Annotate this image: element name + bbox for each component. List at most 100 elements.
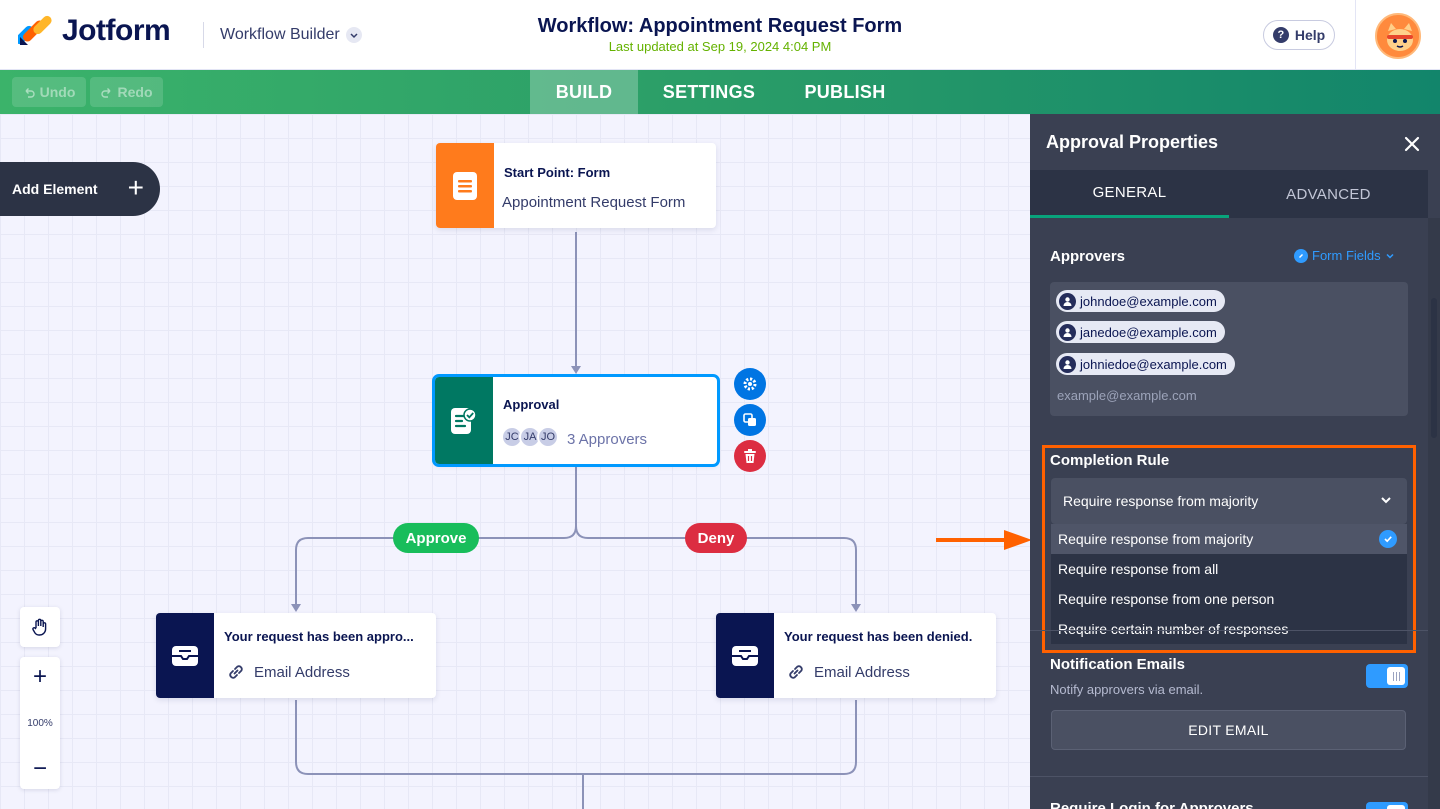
require-login-label: Require Login for Approvers [1050, 800, 1254, 809]
user-avatar[interactable] [1375, 13, 1421, 59]
approver-tag[interactable]: janedoe@example.com [1056, 321, 1225, 343]
start-point-title: Start Point: Form [504, 165, 611, 180]
pan-tool-button[interactable] [20, 607, 60, 647]
form-icon [436, 143, 494, 228]
zoom-in-button[interactable]: + [32, 663, 47, 690]
last-updated: Last updated at Sep 19, 2024 4:04 PM [608, 39, 832, 54]
start-point-form-name: Appointment Request Form [502, 194, 686, 211]
toggle-knob [1387, 667, 1405, 685]
approver-avatar: JO [537, 426, 559, 448]
redo-label: Redo [117, 84, 153, 100]
start-point-node[interactable]: Start Point: Form Appointment Request Fo… [436, 143, 716, 228]
toggle-knob [1387, 805, 1405, 809]
node-settings-button[interactable] [734, 368, 766, 400]
approval-title: Approval [503, 397, 560, 412]
approver-email: johniedoe@example.com [1080, 356, 1227, 372]
add-element-button[interactable]: Add Element + [0, 162, 160, 216]
notification-emails-desc: Notify approvers via email. [1050, 682, 1204, 697]
approval-properties-panel: Approval Properties GENERAL ADVANCED App… [1030, 114, 1440, 809]
completion-rule-highlight [1042, 445, 1416, 653]
approver-tag[interactable]: johndoe@example.com [1056, 290, 1225, 312]
panel-tabs: GENERAL ADVANCED [1030, 170, 1428, 218]
undo-button[interactable]: Undo [12, 77, 86, 107]
undo-icon [25, 88, 35, 98]
approval-node[interactable]: Approval JC JA JO 3 Approvers [432, 374, 720, 467]
section-divider [1030, 630, 1428, 631]
approver-email: janedoe@example.com [1080, 324, 1217, 340]
section-divider [1030, 776, 1428, 777]
completion-rule-dropdown: Require response from majority Require r… [1051, 524, 1407, 644]
form-fields-button[interactable]: Form Fields [1294, 248, 1395, 263]
redo-button[interactable]: Redo [90, 77, 163, 107]
user-icon [1059, 323, 1076, 341]
link-icon [1294, 248, 1308, 263]
approver-tag[interactable]: johniedoe@example.com [1056, 353, 1235, 375]
deny-email-recipient: Email Address [814, 664, 910, 681]
workflow-builder-label: Workflow Builder [220, 26, 340, 43]
completion-rule-option[interactable]: Require response from majority [1051, 524, 1407, 554]
tab-advanced[interactable]: ADVANCED [1286, 185, 1371, 203]
tab-general[interactable]: GENERAL [1030, 170, 1229, 218]
completion-rule-label: Completion Rule [1050, 452, 1170, 469]
completion-rule-select[interactable]: Require response from majority [1051, 478, 1407, 524]
builder-nav: Undo Redo BUILD SETTINGS PUBLISH [0, 70, 1440, 114]
approve-email-body: Your request has been appro... Email Add… [214, 613, 436, 698]
form-fields-label: Form Fields [1312, 248, 1381, 263]
zoom-controls: + 100% − [20, 657, 60, 789]
require-login-toggle[interactable] [1366, 802, 1408, 809]
tab-settings[interactable]: SETTINGS [662, 81, 756, 102]
email-icon [156, 613, 214, 698]
chevron-down-icon [1381, 497, 1391, 504]
jotform-logo-icon[interactable] [18, 15, 52, 49]
approve-email-title: Your request has been appro... [224, 629, 414, 644]
tab-build[interactable]: BUILD [530, 70, 638, 114]
approve-branch-label[interactable]: Approve [393, 523, 479, 553]
approval-body: Approval JC JA JO 3 Approvers [493, 377, 717, 464]
workflow-builder-menu[interactable]: Workflow Builder [220, 26, 362, 44]
deny-email-title: Your request has been denied. [784, 629, 973, 644]
completion-rule-option[interactable]: Require response from all [1058, 561, 1219, 577]
chevron-down-icon [1386, 253, 1394, 259]
avatar-cat-icon [1377, 15, 1419, 57]
approve-email-recipient: Email Address [254, 664, 350, 681]
approvers-input[interactable]: johndoe@example.com janedoe@example.com … [1050, 282, 1408, 416]
user-icon [1059, 355, 1076, 373]
panel-scrollbar[interactable] [1428, 218, 1440, 809]
top-header: Jotform Workflow Builder Workflow: Appoi… [0, 0, 1440, 70]
approvers-count: 3 Approvers [567, 431, 648, 448]
approvers-label: Approvers [1050, 248, 1126, 265]
node-delete-button[interactable] [734, 440, 766, 472]
check-icon [1379, 530, 1397, 548]
hand-icon [32, 618, 47, 636]
approver-placeholder: example@example.com [1057, 388, 1197, 403]
brand-name[interactable]: Jotform [62, 14, 171, 47]
workflow-title: Workflow: Appointment Request Form [537, 15, 903, 37]
approve-email-node[interactable]: Your request has been appro... Email Add… [156, 613, 436, 698]
approver-email: johndoe@example.com [1080, 293, 1217, 309]
link-icon [789, 665, 803, 679]
deny-branch-label[interactable]: Deny [685, 523, 747, 553]
node-duplicate-button[interactable] [734, 404, 766, 436]
panel-title: Approval Properties [1046, 132, 1219, 152]
tab-publish[interactable]: PUBLISH [804, 81, 886, 102]
help-button[interactable]: ? Help [1263, 20, 1335, 50]
deny-email-node[interactable]: Your request has been denied. Email Addr… [716, 613, 996, 698]
close-icon[interactable] [1400, 132, 1424, 156]
zoom-out-button[interactable]: − [32, 755, 47, 782]
header-divider-right [1355, 0, 1356, 70]
option-label: Require response from majority [1058, 531, 1254, 547]
duplicate-icon [743, 413, 756, 426]
chevron-down-icon [345, 27, 362, 43]
workflow-canvas[interactable]: Add Element + Start Point: Form Appointm… [0, 114, 1030, 809]
edit-email-button[interactable]: EDIT EMAIL [1051, 710, 1406, 750]
help-label: Help [1294, 27, 1326, 43]
completion-rule-value: Require response from majority [1063, 493, 1259, 509]
gear-icon [743, 377, 757, 391]
notification-emails-toggle[interactable] [1366, 664, 1408, 688]
completion-rule-option[interactable]: Require response from one person [1058, 591, 1275, 607]
link-icon [229, 665, 243, 679]
trash-icon [744, 449, 756, 463]
scrollbar-thumb[interactable] [1431, 298, 1437, 438]
annotation-arrow-icon [936, 530, 1032, 550]
completion-rule-option[interactable]: Require certain number of responses [1058, 621, 1289, 637]
